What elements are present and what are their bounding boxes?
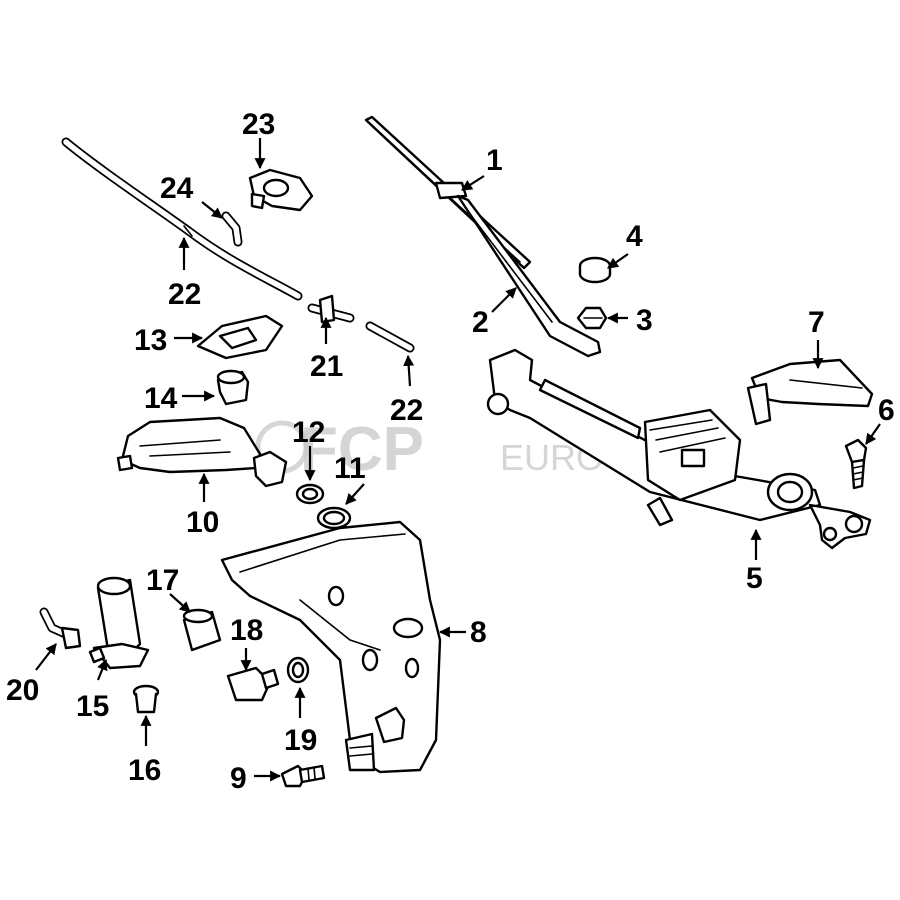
leader-lines <box>35 138 881 782</box>
wiper-arm <box>456 194 602 358</box>
mounting-bracket <box>746 358 874 426</box>
callout-14: 14 <box>144 382 178 415</box>
callout-11: 11 <box>334 452 366 485</box>
wiper-linkage-motor <box>486 348 872 550</box>
washer-pump <box>88 576 150 670</box>
pump-grommet <box>132 684 160 714</box>
callout-21: 21 <box>310 350 343 383</box>
arm-nut <box>576 306 608 330</box>
callout-18: 18 <box>230 614 263 647</box>
washer-nozzle <box>248 168 314 212</box>
callout-13: 13 <box>134 324 167 357</box>
callout-24: 24 <box>160 172 194 205</box>
callout-6: 6 <box>878 394 895 427</box>
filler-cap <box>196 314 284 360</box>
wiper-blade <box>364 115 532 270</box>
callout-19: 19 <box>284 724 317 757</box>
callout-5: 5 <box>746 562 763 595</box>
reservoir-bolt <box>280 764 326 788</box>
hose-elbow <box>39 607 82 650</box>
callout-1: 1 <box>486 144 503 177</box>
hose-connector <box>307 294 355 324</box>
washer-hose-short <box>365 321 415 353</box>
reservoir-filler-neck <box>116 416 288 488</box>
seal-ring-small <box>295 483 325 505</box>
callout-10: 10 <box>186 506 219 539</box>
callout-15: 15 <box>76 690 109 723</box>
level-sensor <box>226 666 280 702</box>
filler-adapter <box>216 369 250 406</box>
callout-22-lower: 22 <box>390 394 423 427</box>
washer-hose-long <box>61 137 303 301</box>
callout-7: 7 <box>808 306 825 339</box>
callout-23: 23 <box>242 108 275 141</box>
callout-2: 2 <box>472 306 489 339</box>
callout-22-upper: 22 <box>168 278 201 311</box>
callout-3: 3 <box>636 304 653 337</box>
callout-17: 17 <box>146 564 179 597</box>
callout-16: 16 <box>128 754 161 787</box>
sensor-grommet <box>286 656 310 684</box>
callout-12: 12 <box>292 416 325 449</box>
callout-numbers: 1 2 3 4 5 6 7 8 9 10 11 12 13 14 15 16 1… <box>6 108 895 795</box>
callout-8: 8 <box>470 616 487 649</box>
pump-sleeve <box>182 608 222 652</box>
watermark: FCP EURO <box>255 415 604 484</box>
callout-4: 4 <box>626 220 643 253</box>
linkage-bolt <box>844 438 868 490</box>
seal-ring-large <box>316 506 352 530</box>
watermark-brand: FCP <box>300 415 424 484</box>
nozzle-elbow <box>221 211 243 247</box>
arm-cap <box>578 256 612 284</box>
callout-9: 9 <box>230 762 247 795</box>
washer-reservoir <box>220 520 442 774</box>
callout-20: 20 <box>6 674 39 707</box>
